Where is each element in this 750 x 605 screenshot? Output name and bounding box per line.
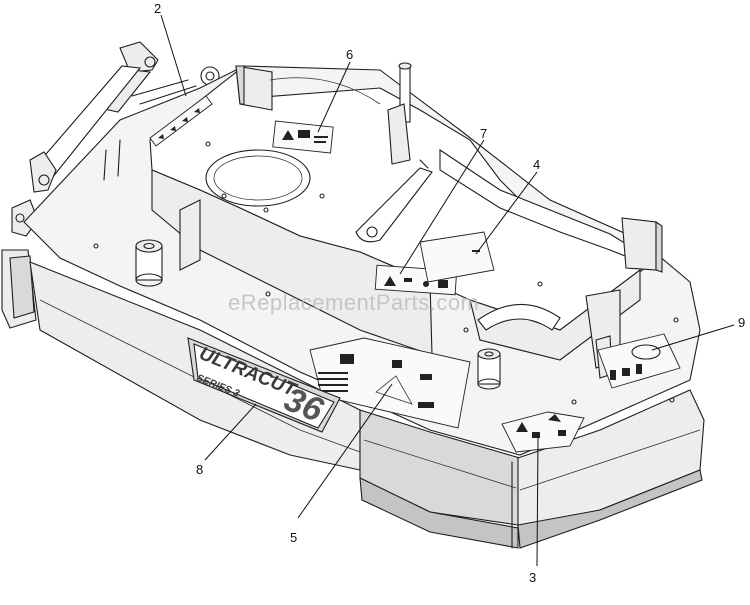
callout-2: 2 [154,1,161,16]
deflector-pivot [355,62,433,243]
callout-6: 6 [346,47,353,62]
deck-front-skirt [29,261,705,549]
callout-8: 8 [196,462,203,477]
callout-3: 3 [529,570,536,585]
leader-lines [160,14,735,567]
watermark: eReplacementParts.com [228,290,479,315]
decal-2 [149,95,213,147]
callout-9: 9 [738,315,745,330]
decal-4 [419,231,495,283]
decal-6 [272,120,334,154]
callout-7: 7 [480,126,487,141]
deck-posts [103,139,501,390]
decal-3 [501,411,585,453]
callout-4: 4 [533,157,540,172]
callout-numbers: 2 6 7 4 9 8 5 3 [154,1,745,585]
callout-5: 5 [290,530,297,545]
